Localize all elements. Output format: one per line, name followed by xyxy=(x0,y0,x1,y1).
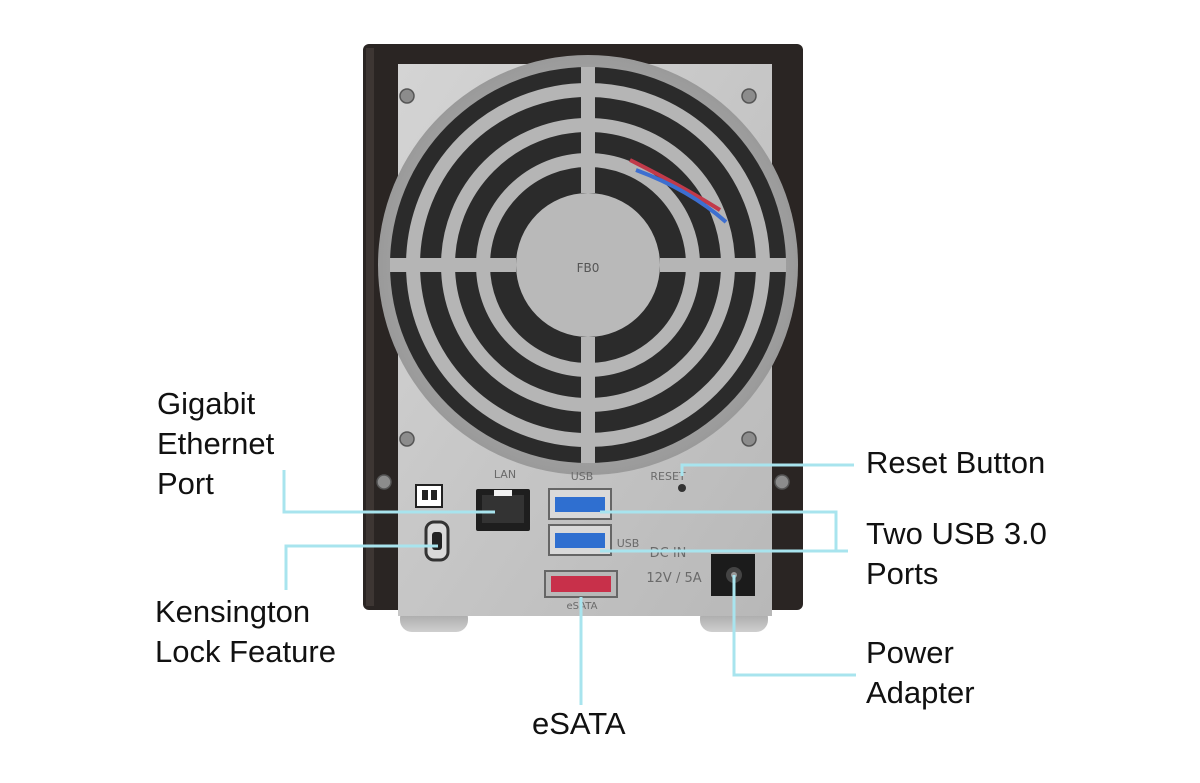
lan-port xyxy=(476,489,530,531)
callout-kensington-line-1: Kensington xyxy=(155,594,311,629)
callout-usb-line-2: Ports xyxy=(866,556,939,591)
callout-kensington-line-2: Lock Feature xyxy=(155,634,336,669)
callout-lan-line-1: Gigabit xyxy=(157,386,256,421)
callout-power: Power Adapter xyxy=(866,633,975,713)
callout-reset: Reset Button xyxy=(866,443,1045,483)
esata-port xyxy=(544,570,618,598)
callout-kensington: Kensington Lock Feature xyxy=(155,592,336,672)
usb-port-bottom xyxy=(548,524,612,556)
chassis-highlight xyxy=(366,48,374,606)
callout-power-line-1: Power xyxy=(866,635,954,670)
callout-lan-line-2: Ethernet xyxy=(157,426,275,461)
silk-dc-in: DC IN xyxy=(650,546,687,561)
silk-usb-bottom: USB xyxy=(617,537,640,550)
callout-power-line-2: Adapter xyxy=(866,675,975,710)
usb-port-top xyxy=(548,488,612,520)
cooling-fan xyxy=(378,55,798,475)
silk-dc-rating: 12V / 5A xyxy=(646,571,701,586)
screws xyxy=(376,88,790,490)
callout-usb-line-1: Two USB 3.0 xyxy=(866,516,1047,551)
leader-kensington xyxy=(284,544,438,590)
reset-hole xyxy=(678,484,686,492)
silk-lan: LAN xyxy=(494,468,516,481)
callout-reset-line-1: Reset Button xyxy=(866,445,1046,480)
leader-reset xyxy=(680,463,854,476)
silk-usb-top: USB xyxy=(571,470,594,483)
callout-usb: Two USB 3.0 Ports xyxy=(866,514,1047,594)
callout-esata-line-1: eSATA xyxy=(532,706,626,741)
leader-power xyxy=(732,575,856,677)
callout-lan-line-3: Port xyxy=(157,466,214,501)
leader-usb-top xyxy=(600,510,848,553)
callout-esata: eSATA xyxy=(532,704,626,744)
leader-lan xyxy=(282,470,495,514)
silk-reset: RESET xyxy=(650,470,686,483)
fan-hub-label: FB0 xyxy=(577,261,600,275)
leader-lines xyxy=(282,463,856,705)
header-connector xyxy=(415,484,443,508)
callout-lan: Gigabit Ethernet Port xyxy=(157,384,274,504)
